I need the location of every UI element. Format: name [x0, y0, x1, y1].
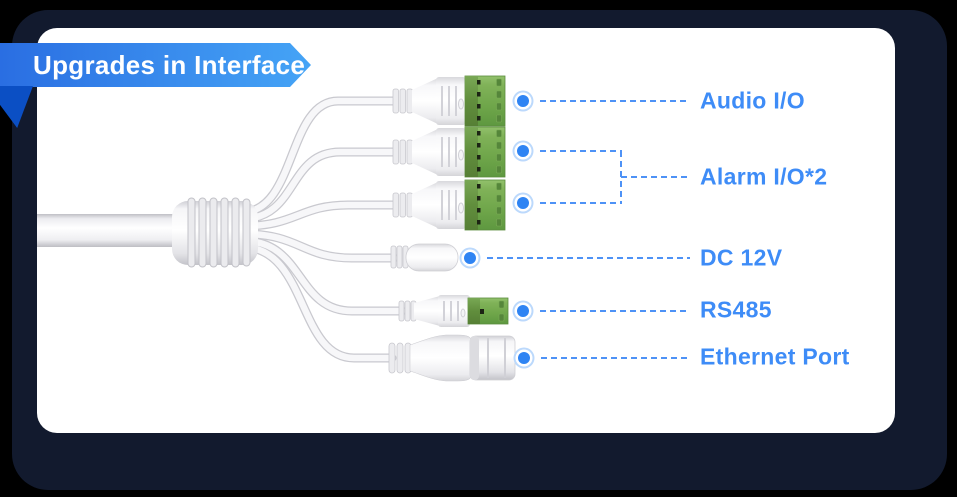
alarm1-callout-line	[540, 150, 622, 152]
ribbon-title: Upgrades in Interface	[33, 50, 306, 80]
ribbon-banner: Upgrades in Interface	[0, 43, 311, 87]
ethernet-port-label: Ethernet Port	[700, 343, 850, 370]
ethernet-callout-dot	[518, 352, 530, 364]
rs485-callout-dot	[517, 305, 529, 317]
dc-callout-dot	[464, 252, 476, 264]
rs485-label: RS485	[700, 296, 772, 323]
dc-callout-line	[487, 257, 690, 259]
alarm-callout-line	[621, 176, 690, 178]
audio-io-label: Audio I/O	[700, 87, 805, 114]
alarm2-callout-dot	[517, 197, 529, 209]
audio-callout-dot	[517, 95, 529, 107]
alarm2-callout-line	[540, 202, 622, 204]
ethernet-callout-line	[541, 357, 690, 359]
dc-12v-label: DC 12V	[700, 244, 783, 271]
alarm1-callout-dot	[517, 145, 529, 157]
rs485-callout-line	[540, 310, 690, 312]
alarm-io-label: Alarm I/O*2	[700, 163, 828, 190]
audio-callout-line	[540, 100, 690, 102]
